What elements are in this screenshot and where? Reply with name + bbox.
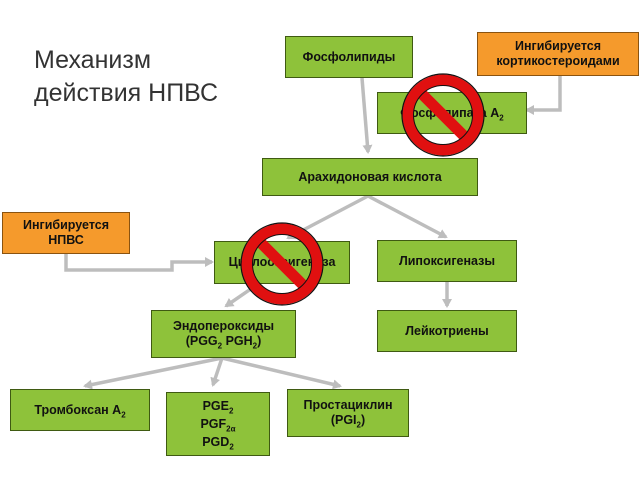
node-arachidonic-acid: Арахидоновая кислота [262, 158, 478, 196]
node-thromboxane-label: Тромбоксан А2 [34, 402, 126, 419]
connector-cortico-phospholipase [525, 76, 562, 115]
pge-subscript: 2 [228, 406, 234, 416]
node-phospholipase-subscript: 2 [499, 113, 504, 122]
prostaglandin-pge: PGE2 [203, 397, 234, 415]
node-cortico-inhibitor-line-1: Ингибируется [514, 39, 602, 53]
prostacyclin-pgi: (PGI [330, 413, 357, 427]
node-nsaid-inhibitor-line-2: НПВС [48, 233, 84, 247]
node-cortico-inhibitor: Ингибируется кортикостероидами [477, 32, 639, 76]
pgf-subscript: 2α [226, 424, 236, 434]
node-prostacyclin-line-2: (PGI2) [330, 413, 366, 430]
endoperoxides-pgh: PGH [222, 334, 253, 348]
prostaglandin-pgd: PGD2 [202, 433, 234, 451]
pgf-text: PGF [200, 417, 227, 431]
node-lipoxygenases: Липоксигеназы [377, 240, 517, 282]
arrow-phospholipids-arachidonic [360, 77, 373, 154]
node-cortico-inhibitor-line-2: кортикостероидами [496, 54, 620, 68]
prohibition-sign-icon [401, 73, 485, 157]
node-prostacyclin-line-1: Простациклин [303, 398, 393, 412]
node-nsaid-inhibitor-line-1: Ингибируется [22, 218, 110, 232]
endoperoxides-pgg: (PGG [185, 334, 218, 348]
node-endoperoxides-line-2: (PGG2 PGH2) [185, 334, 262, 351]
node-leukotrienes-label: Лейкотриены [405, 323, 489, 338]
node-nsaid-inhibitor: Ингибируется НПВС [2, 212, 130, 254]
prostacyclin-pgi-subscript: 2 [356, 420, 361, 430]
node-phospholipids: Фосфолипиды [285, 36, 413, 78]
pge-text: PGE [202, 399, 229, 413]
node-endoperoxides: Эндопероксиды (PGG2 PGH2) [151, 310, 296, 358]
prostaglandin-pgf: PGF2α [200, 415, 235, 433]
endoperoxides-pgg-subscript: 2 [217, 341, 223, 351]
arrow-endoperoxides-thromboxane [83, 356, 223, 390]
arrow-endoperoxides-prostaglandins [210, 357, 224, 387]
endoperoxides-close-paren: ) [257, 334, 262, 348]
node-phospholipids-label: Фосфолипиды [302, 49, 396, 64]
endoperoxides-pgh-subscript: 2 [252, 341, 258, 351]
title-line-2: действия НПВС [34, 79, 219, 107]
title-line-1: Механизм [34, 46, 152, 74]
prostacyclin-close-paren: ) [360, 413, 366, 427]
pgd-text: PGD [202, 435, 230, 449]
prohibition-sign-icon [240, 222, 324, 306]
node-lipoxygenases-label: Липоксигеназы [398, 253, 496, 268]
node-prostacyclin: Простациклин (PGI2) [287, 389, 409, 437]
arrow-endoperoxides-prostacyclin [221, 356, 342, 390]
node-endoperoxides-line-1: Эндопероксиды [172, 319, 275, 333]
node-prostaglandins: PGE2 PGF2α PGD2 [166, 392, 270, 456]
arrow-arachidonic-lipoxygenases [367, 194, 448, 239]
node-cyclooxygenase: Циклооксигеназа [214, 241, 350, 284]
node-arachidonic-acid-label: Арахидоновая кислота [298, 169, 442, 184]
slide-title: Механизм действия НПВС [34, 44, 254, 110]
node-thromboxane-text: Тромбоксан А [34, 402, 122, 417]
pgd-subscript: 2 [229, 442, 234, 452]
node-leukotrienes: Лейкотриены [377, 310, 517, 352]
connector-nsaid-cyclooxygenase [64, 254, 214, 272]
node-thromboxane: Тромбоксан А2 [10, 389, 150, 431]
node-thromboxane-subscript: 2 [121, 410, 126, 419]
